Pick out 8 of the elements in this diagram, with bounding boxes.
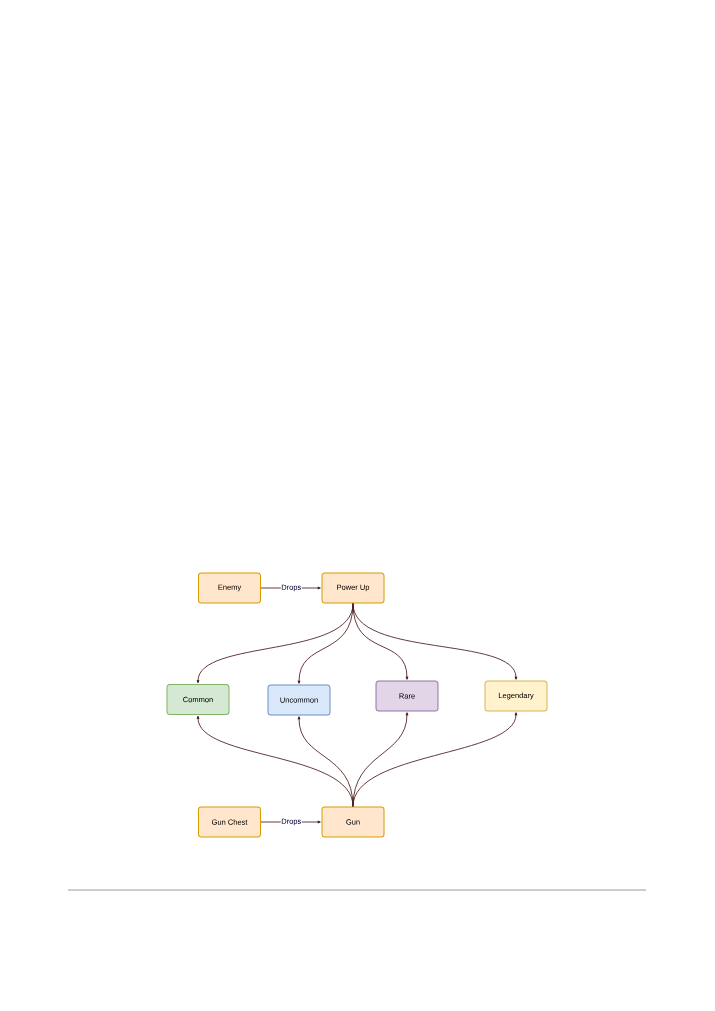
arrow (352, 712, 409, 807)
arrow (260, 586, 321, 590)
arrow (352, 712, 518, 807)
arrow (297, 603, 354, 684)
arrow (352, 603, 409, 680)
arrow (297, 716, 354, 807)
arrow (352, 603, 518, 680)
arrow (260, 820, 321, 824)
